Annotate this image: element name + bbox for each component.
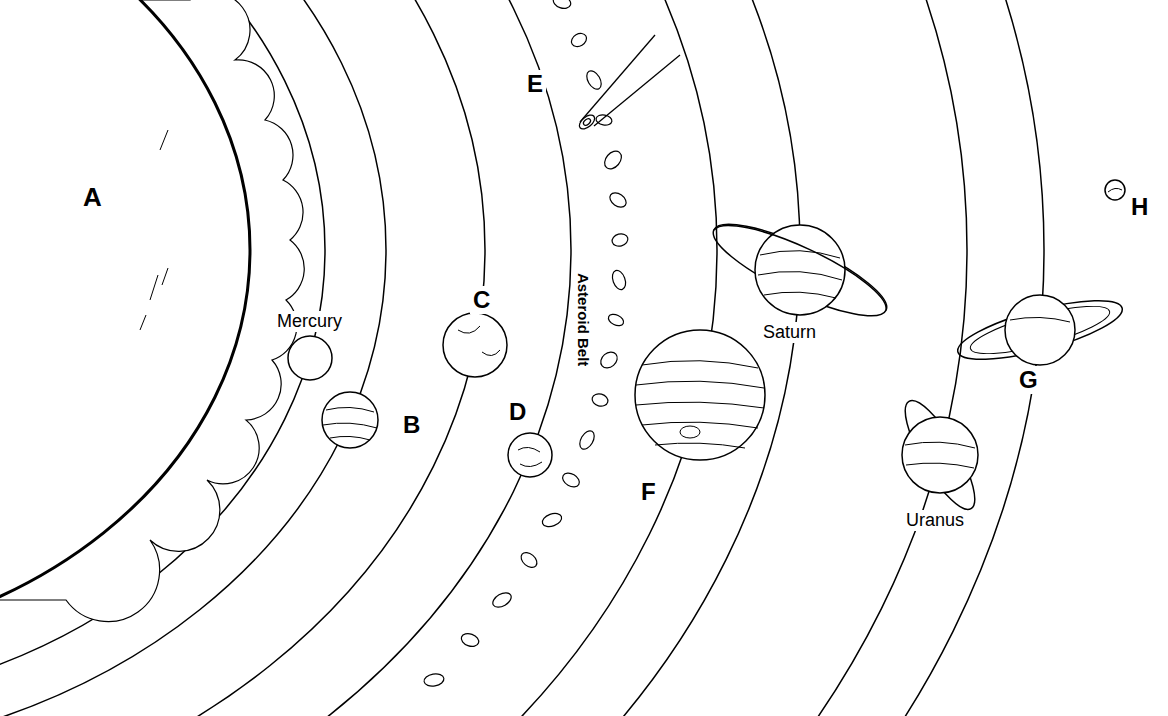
planets-part (458, 326, 500, 356)
planets-part (755, 225, 845, 315)
orbit-lines-part (0, 0, 485, 716)
sun-surface-marks-part (140, 315, 146, 330)
planets-part (704, 208, 896, 332)
part-letter: A (80, 183, 105, 213)
asteroid-belt-part (598, 349, 621, 371)
planets-part (1005, 295, 1075, 365)
region-name: Asteroid Belt (575, 270, 592, 369)
asteroid-belt-part (569, 31, 589, 49)
asteroid-belt-part (595, 114, 612, 127)
part-letter: B (400, 411, 423, 439)
orbit-lines-part (0, 0, 325, 710)
orbit-lines-part (0, 0, 717, 716)
orbit-lines (0, 0, 1044, 716)
orbit-lines-part (0, 0, 571, 716)
planets-part (758, 251, 842, 298)
asteroid-belt-part (611, 232, 630, 248)
asteroid-belt-part (591, 392, 610, 408)
planets-part (902, 417, 978, 493)
planets-part (1010, 317, 1070, 322)
planets-part (635, 330, 765, 460)
sun-surface-marks (140, 130, 168, 330)
asteroid-belt-part (577, 428, 597, 451)
part-letter: E (524, 70, 546, 98)
asteroid-belt-part (607, 190, 629, 210)
planets-part (714, 226, 886, 310)
part-letter: G (1016, 366, 1041, 394)
comet-part (580, 35, 655, 122)
part-letter: D (506, 398, 529, 426)
planets-part (636, 361, 764, 448)
planets-part (680, 426, 700, 438)
asteroid-belt (423, 0, 629, 688)
part-letter: F (638, 478, 659, 506)
planet-name: Mercury (274, 311, 345, 332)
planets-part (953, 289, 1128, 372)
sun-surface-marks-part (160, 130, 168, 150)
comet (577, 35, 680, 132)
orbit-lines-part (0, 0, 386, 716)
asteroid-belt-part (551, 0, 572, 11)
asteroid-belt-part (607, 312, 626, 328)
planets-part (322, 392, 378, 448)
planets-part (288, 336, 332, 380)
planets-part (905, 442, 975, 468)
comet-part (582, 118, 591, 127)
comet-part (577, 112, 597, 131)
orbit-lines-part (0, 0, 1044, 716)
planets-part (323, 407, 377, 440)
planets-part (1105, 180, 1125, 200)
asteroid-belt-part (601, 148, 625, 172)
asteroid-belt-part (560, 470, 582, 489)
asteroid-belt-part (459, 631, 480, 648)
part-letter: C (470, 286, 493, 314)
asteroid-belt-part (610, 269, 628, 292)
orbit-lines-part (0, 0, 800, 716)
asteroid-belt-part (518, 550, 540, 571)
orbit-lines-part (0, 0, 967, 716)
planets (288, 180, 1127, 518)
part-letter: H (1128, 193, 1151, 221)
sun-surface-marks-part (150, 275, 158, 300)
planets-part (1108, 188, 1122, 192)
sun-surface-marks-part (162, 268, 168, 285)
asteroid-belt-part (490, 590, 513, 610)
planet-name: Uranus (903, 510, 967, 531)
asteroid-belt-part (541, 511, 564, 529)
sun (0, 0, 250, 650)
asteroid-belt-part (423, 672, 445, 687)
planet-name: Saturn (760, 322, 819, 343)
planets-part (443, 313, 507, 377)
comet-part (594, 55, 680, 126)
asteroid-belt-part (584, 68, 604, 91)
planets-part (508, 433, 552, 477)
planets-part (893, 392, 986, 517)
planets-part (518, 447, 542, 466)
